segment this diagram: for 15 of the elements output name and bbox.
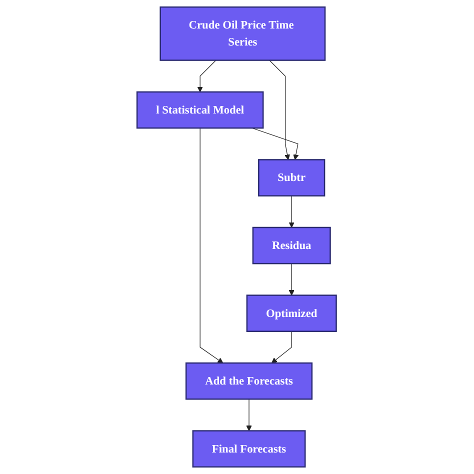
node-box xyxy=(136,91,264,129)
node-box xyxy=(160,6,326,61)
node-box xyxy=(192,430,306,468)
flowchart: Crude Oil Price Time Series l Statistical Model Subtr Residua Optimized Add the Forecasts Final Forecasts xyxy=(132,2,342,472)
arrow xyxy=(289,196,295,228)
arrow xyxy=(272,331,292,364)
arrow xyxy=(246,398,252,432)
node-box xyxy=(186,362,313,400)
arrow xyxy=(198,60,217,92)
node-box xyxy=(252,226,332,264)
node-box xyxy=(258,159,326,196)
arrow xyxy=(289,263,295,296)
arrow xyxy=(200,128,224,364)
arrow xyxy=(269,60,290,160)
node-box xyxy=(246,294,338,332)
